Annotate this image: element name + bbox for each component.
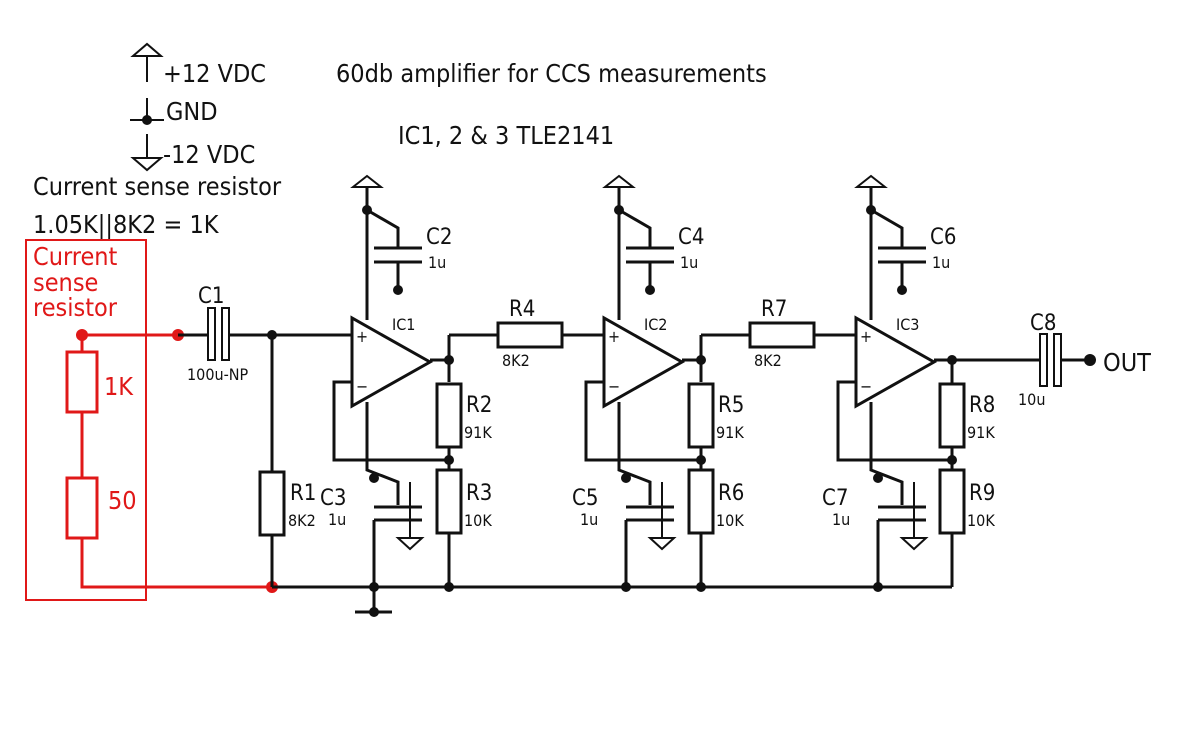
r5-ref: R5 bbox=[718, 393, 744, 418]
ic2-minus: − bbox=[608, 377, 620, 396]
c6-ref: C6 bbox=[930, 225, 956, 250]
sense-note-line1: Current sense resistor bbox=[33, 172, 282, 201]
r3-resistor bbox=[435, 468, 463, 535]
sense-box-line1: Current bbox=[33, 242, 118, 271]
ic2-supply-plus-symbol bbox=[602, 174, 636, 188]
c5-ref: C5 bbox=[572, 486, 598, 511]
gnd-label: GND bbox=[166, 97, 218, 126]
c2-value: 1u bbox=[428, 253, 446, 272]
r2-resistor bbox=[435, 382, 463, 449]
power-legend: +12 VDC GND -12 VDC bbox=[130, 42, 266, 172]
ic3-ref: IC3 bbox=[896, 315, 919, 334]
ground-rail bbox=[272, 582, 952, 617]
c1-value: 100u-NP bbox=[187, 365, 249, 384]
r5-resistor bbox=[687, 382, 715, 449]
r3-ref: R3 bbox=[466, 481, 492, 506]
r6-ref: R6 bbox=[718, 481, 744, 506]
c1-capacitor: C1 100u-NP bbox=[178, 284, 352, 384]
sense-junction-top bbox=[76, 329, 88, 341]
r1-value: 8K2 bbox=[288, 511, 316, 530]
r7-ref: R7 bbox=[761, 297, 787, 322]
ic3-supply-plus-symbol bbox=[854, 174, 888, 188]
stage-3: C6 1u C7 1u + − IC3 R8 91K R9 10K bbox=[822, 174, 1040, 592]
sense-note-line2: 1.05K||8K2 = 1K bbox=[33, 210, 220, 239]
ic2-supply-minus-symbol bbox=[647, 482, 677, 551]
output-label: OUT bbox=[1103, 348, 1151, 377]
ic3-opamp bbox=[854, 315, 938, 409]
c2-ref: C2 bbox=[426, 225, 452, 250]
stage-1: C2 1u C3 1u + − IC1 R2 91K R3 10K bbox=[320, 174, 498, 592]
c1-ref: C1 bbox=[198, 284, 224, 309]
sense-box-line2: sense bbox=[33, 268, 98, 297]
ic1-supply-minus-symbol bbox=[395, 482, 425, 551]
ic2-plus: + bbox=[608, 327, 620, 346]
c7-value: 1u bbox=[832, 510, 850, 529]
ic2-ref: IC2 bbox=[644, 315, 667, 334]
r8-ref: R8 bbox=[969, 393, 995, 418]
sense-wires bbox=[80, 333, 272, 589]
c8-value: 10u bbox=[1018, 390, 1045, 409]
sense-resistor-1k bbox=[65, 350, 99, 414]
r8-value: 91K bbox=[967, 423, 995, 442]
sense-resistor-50 bbox=[65, 476, 99, 540]
sense-r-bottom-label: 50 bbox=[108, 486, 137, 515]
current-sense-resistor-block: Current sense resistor 1K 50 bbox=[25, 239, 278, 601]
sense-box-line3: resistor bbox=[33, 293, 118, 322]
vminus-label: -12 VDC bbox=[163, 140, 255, 169]
r7-resistor: R7 8K2 bbox=[748, 297, 856, 370]
r6-value: 10K bbox=[716, 511, 744, 530]
r8-resistor bbox=[938, 382, 966, 449]
r2-value: 91K bbox=[464, 423, 492, 442]
r9-resistor bbox=[938, 468, 966, 535]
r2-ref: R2 bbox=[466, 393, 492, 418]
ic3-plus: + bbox=[860, 327, 872, 346]
r7-value: 8K2 bbox=[754, 351, 782, 370]
diagram-title: 60db amplifier for CCS measurements bbox=[336, 59, 767, 88]
output-terminal bbox=[1084, 354, 1096, 366]
vplus-label: +12 VDC bbox=[163, 59, 266, 88]
ic1-supply-plus-symbol bbox=[350, 174, 384, 188]
ic2-opamp bbox=[602, 315, 686, 409]
sense-box-outline bbox=[25, 239, 147, 601]
ic1-ref: IC1 bbox=[392, 315, 415, 334]
c7-ref: C7 bbox=[822, 486, 848, 511]
c6-value: 1u bbox=[932, 253, 950, 272]
c8-capacitor: C8 10u bbox=[1018, 311, 1090, 409]
r9-ref: R9 bbox=[969, 481, 995, 506]
r1-resistor: R1 8K2 bbox=[258, 330, 316, 587]
vminus-symbol bbox=[130, 134, 164, 172]
ic1-minus: − bbox=[356, 377, 368, 396]
r9-value: 10K bbox=[967, 511, 995, 530]
gnd-symbol bbox=[130, 98, 164, 125]
r4-resistor: R4 8K2 bbox=[496, 297, 604, 370]
r4-value: 8K2 bbox=[502, 351, 530, 370]
c8-ref: C8 bbox=[1030, 311, 1056, 336]
ic3-supply-minus-symbol bbox=[899, 482, 929, 551]
ic3-minus: − bbox=[860, 377, 872, 396]
stage-2: C4 1u C5 1u + − IC2 R5 91K R6 10K bbox=[572, 174, 750, 592]
c4-value: 1u bbox=[680, 253, 698, 272]
ic1-opamp bbox=[350, 315, 434, 409]
r6-resistor bbox=[687, 468, 715, 535]
c3-ref: C3 bbox=[320, 486, 346, 511]
vplus-symbol bbox=[130, 42, 164, 82]
r3-value: 10K bbox=[464, 511, 492, 530]
ic-note: IC1, 2 & 3 TLE2141 bbox=[398, 121, 614, 150]
c4-ref: C4 bbox=[678, 225, 704, 250]
r1-ref: R1 bbox=[290, 481, 316, 506]
sense-r-top-label: 1K bbox=[104, 372, 134, 401]
r4-ref: R4 bbox=[509, 297, 535, 322]
r5-value: 91K bbox=[716, 423, 744, 442]
ic1-plus: + bbox=[356, 327, 368, 346]
c3-value: 1u bbox=[328, 510, 346, 529]
c5-value: 1u bbox=[580, 510, 598, 529]
